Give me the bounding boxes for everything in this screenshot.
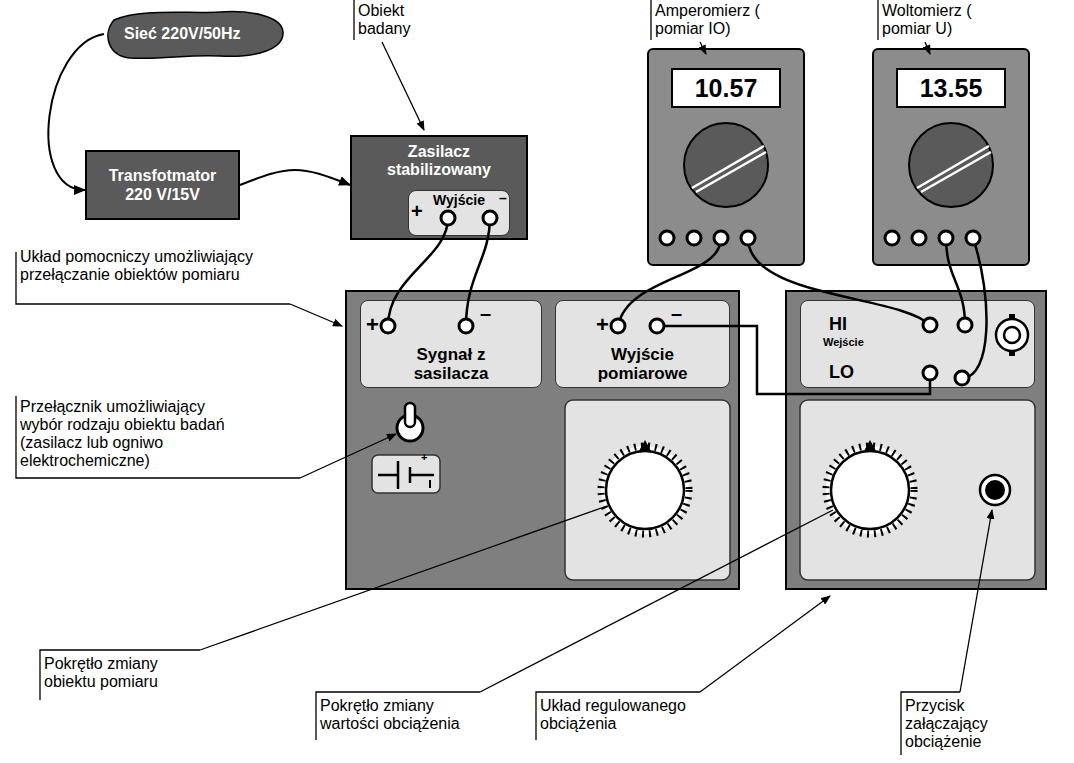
callout-text: Woltomierz ( pomiar U) [882,2,986,38]
wire [748,238,930,325]
node-text: Wyjście [409,192,509,208]
terminal-sign: + [411,201,427,221]
knob-panel [565,400,730,580]
node-text: LO [829,362,859,382]
callout-text: Obiekt badany [358,2,432,38]
terminal-sign: – [480,303,496,323]
meter-dial [684,123,993,207]
arrow-connector [240,170,350,185]
wire [657,326,930,394]
node-text: Sygnał z sasilacza [397,345,505,383]
callout-text: Amperomierz ( pomiar IO) [655,2,767,38]
callout-text: Pokrętło zmiany obiektu pomiaru [44,655,194,691]
node-text: HI [829,314,859,334]
node-text: Sieć 220V/50Hz [124,25,285,43]
toggle-switch [397,403,423,441]
transformer-box: Transfotmator 220 V/15V [85,150,240,220]
push-button [980,475,1010,505]
callout-text: Pokrętło zmiany wartości obciążenia [320,697,490,733]
terminal-sign: + [596,314,614,336]
node-text: Zasilacz stabilizowany [372,143,506,179]
polarity-sign: + [421,452,433,463]
node-text: Wejście [823,336,883,349]
power-supply-box: Zasilacz stabilizowanyWyjście [350,135,528,240]
node-text: 10.57 [671,68,781,108]
input-panel: Sygnał z sasilacza [360,300,542,388]
leader-line [16,0,992,755]
wire [946,238,965,325]
wire [618,238,721,326]
terminal-sign: + [366,314,384,336]
battery-symbol [372,455,440,493]
callout-text: Przycisk załączający obciążenie [905,697,1015,751]
terminals [381,211,980,385]
node-text: Wyjście pomiarowe [586,345,699,383]
wire [962,238,987,378]
wire [388,218,448,326]
terminal-sign: – [499,191,511,205]
node-text: 13.55 [896,68,1006,108]
measure-output-panel: Wyjście pomiarowe [555,300,730,388]
terminal-sign: – [671,303,687,323]
bnc-socket [996,314,1028,356]
mains-blob: Sieć 220V/50Hz [100,8,285,62]
callout-text: Układ regulowanego obciążenia [540,697,700,733]
knob-panel [800,400,1035,580]
callout-text: Układ pomocniczy umożliwiający przełącza… [20,248,270,284]
arrow-connector [48,34,104,190]
node-text: Transfotmator 220 V/15V [99,166,226,204]
knob [601,440,914,534]
callout-text: Przełącznik umożliwiający wybór rodzaju … [20,398,245,470]
